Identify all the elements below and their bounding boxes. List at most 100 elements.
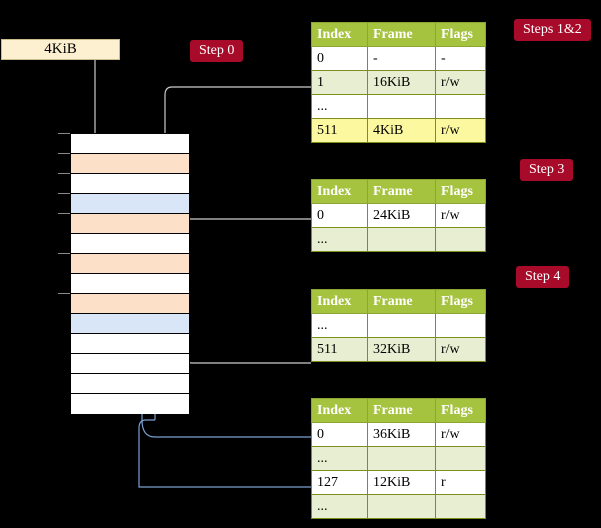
physical-memory-frames [70,133,190,414]
memory-frame-4 [71,214,189,234]
cell-index: 1 [311,70,368,95]
cell-flags: - [435,46,486,71]
cell-index: ... [311,446,368,471]
cell-index: ... [311,94,368,119]
cell-frame: 4KiB [367,118,436,143]
memory-frame-8 [71,294,189,314]
column-header-frame: Frame [367,289,436,314]
cell-frame: 36KiB [367,422,436,447]
memory-frame-11 [71,354,189,374]
cell-frame: 16KiB [367,70,436,95]
badge-step-3-label: Step 3 [529,162,565,177]
table-row: ... [311,313,486,338]
cell-index: 0 [311,203,368,228]
frame-tick-8 [58,293,70,294]
column-header-flags: Flags [435,22,486,47]
badge-steps-1-2: Steps 1&2 [514,19,591,41]
cell-index: 127 [311,470,368,495]
cell-flags: r/w [435,203,486,228]
memory-frame-9 [71,314,189,334]
badge-step-4-label: Step 4 [525,269,561,284]
badge-step-3: Step 3 [520,159,574,181]
frame-tick-2 [58,173,70,174]
table-row: ... [311,227,486,252]
cell-index: 0 [311,422,368,447]
cell-index: ... [311,494,368,519]
cell-flags: r/w [435,118,486,143]
column-header-index: Index [311,398,368,423]
frame-tick-0 [58,133,70,134]
cell-flags: r/w [435,337,486,362]
memory-frame-3 [71,194,189,214]
memory-frame-10 [71,334,189,354]
cell-frame: 12KiB [367,470,436,495]
cell-flags [435,94,486,119]
cell-frame [367,313,436,338]
memory-frame-1 [71,154,189,174]
memory-frame-6 [71,254,189,274]
cell-flags [435,494,486,519]
cell-index: ... [311,313,368,338]
virtual-address-box: 4KiB [1,39,120,60]
cell-index: 0 [311,46,368,71]
badge-step-4: Step 4 [516,266,570,288]
cell-frame [367,494,436,519]
table-row: 0-- [311,46,486,71]
table-row: ... [311,446,486,471]
cell-index: ... [311,227,368,252]
column-header-index: Index [311,179,368,204]
cell-frame [367,227,436,252]
memory-frame-13 [71,394,189,414]
frame-tick-4 [58,213,70,214]
column-header-frame: Frame [367,179,436,204]
column-header-index: Index [311,22,368,47]
column-header-flags: Flags [435,179,486,204]
table-row: ... [311,494,486,519]
memory-frame-7 [71,274,189,294]
cell-frame: 24KiB [367,203,436,228]
cell-frame: 32KiB [367,337,436,362]
column-header-frame: Frame [367,22,436,47]
cell-index: 511 [311,118,368,143]
cell-flags [435,446,486,471]
cell-frame [367,94,436,119]
cell-flags: r [435,470,486,495]
frame-tick-6 [58,253,70,254]
column-header-frame: Frame [367,398,436,423]
badge-step-0: Step 0 [190,40,244,62]
column-header-flags: Flags [435,289,486,314]
cell-index: 511 [311,337,368,362]
frame-tick-1 [58,153,70,154]
memory-frame-5 [71,234,189,254]
frame-tick-3 [58,193,70,194]
cell-frame [367,446,436,471]
column-header-flags: Flags [435,398,486,423]
cell-frame: - [367,46,436,71]
memory-frame-2 [71,174,189,194]
table-row: ... [311,94,486,119]
cell-flags: r/w [435,70,486,95]
badge-step-0-label: Step 0 [199,43,235,58]
cell-flags [435,313,486,338]
badge-steps-1-2-label: Steps 1&2 [523,22,582,37]
virtual-address-label: 4KiB [44,41,77,57]
cell-flags [435,227,486,252]
memory-frame-12 [71,374,189,394]
column-header-index: Index [311,289,368,314]
cell-flags: r/w [435,422,486,447]
